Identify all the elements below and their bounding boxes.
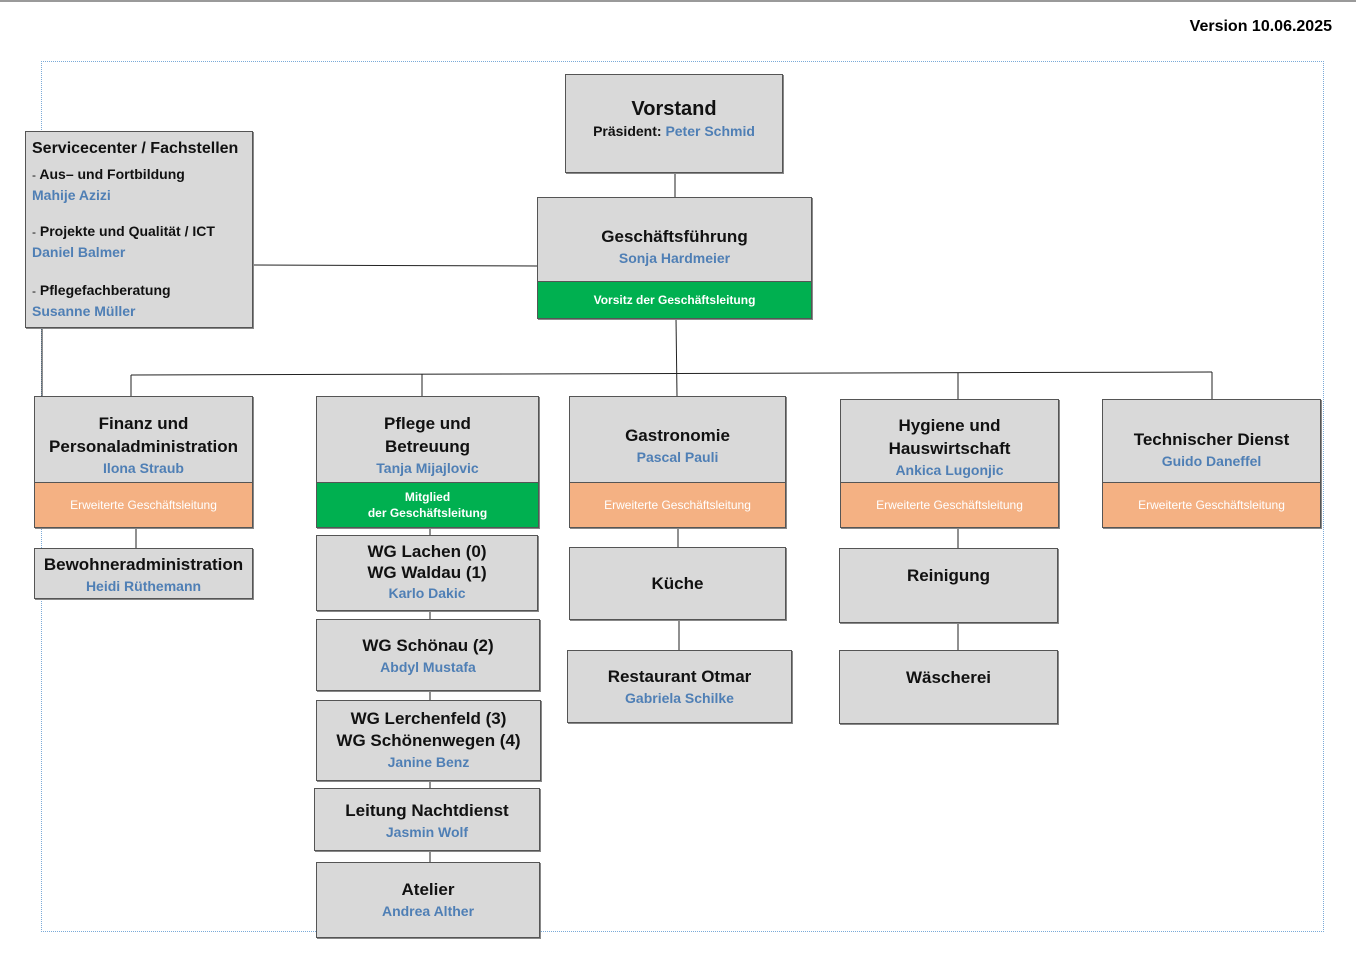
wg-lachen-waldau-box: WG Lachen (0) WG Waldau (1) Karlo Dakic [316,535,538,611]
waescherei-box: Wäscherei [839,650,1058,724]
wg2-title: WG Schönau (2) [362,636,494,655]
service-item-name: Daniel Balmer [32,244,126,260]
hygiene-band: Erweiterte Geschäftsleitung [841,482,1058,527]
hygiene-title-1: Hygiene und [898,416,1001,435]
hygiene-box: Hygiene und Hauswirtschaft Ankica Lugonj… [840,399,1059,528]
waescherei-title: Wäscherei [905,668,992,687]
servicecenter-title: Servicecenter / Fachstellen [32,140,239,157]
hygiene-title-2: Hauswirtschaft [888,439,1011,458]
connector-service-gf [251,264,539,267]
service-item: - Projekte und Qualität / ICT [32,223,215,239]
pflege-box: Pflege und Betreuung Tanja Mijajlovic Mi… [316,396,539,528]
pflege-title-1: Pflege und [384,414,471,433]
pflege-band: Mitglied der Geschäftsleitung [317,482,538,527]
pflege-band-line-2: der Geschäftsleitung [367,506,488,520]
atelier-name: Andrea Alther [381,903,475,919]
pflege-name: Tanja Mijajlovic [376,460,479,476]
service-item: - Aus– und Fortbildung [32,166,185,182]
wg1-name: Karlo Dakic [388,585,466,601]
bewohner-name: Heidi Rüthemann [85,578,202,594]
gastro-band: Erweiterte Geschäftsleitung [570,482,785,527]
gf-name: Sonja Hardmeier [618,250,731,266]
wg-lerchenfeld-schoenenwegen-box: WG Lerchenfeld (3) WG Schönenwegen (4) J… [316,700,541,781]
service-item-name: Susanne Müller [32,303,136,319]
pflege-band-line-1: Mitglied [404,490,451,504]
gastro-title: Gastronomie [625,426,730,445]
wg1-title-1: WG Lachen (0) [367,542,487,561]
connector-gf-down [675,317,678,397]
version-label: Version 10.06.2025 [1189,18,1332,35]
nachtdienst-box: Leitung Nachtdienst Jasmin Wolf [314,788,540,851]
vorstand-box: Vorstand Präsident: Peter Schmid [565,74,783,173]
servicecenter-box: Servicecenter / Fachstellen - Aus– und F… [25,131,253,328]
technik-band: Erweiterte Geschäftsleitung [1103,482,1320,527]
top-rule [0,0,1356,2]
finanz-band: Erweiterte Geschäftsleitung [35,482,252,527]
kueche-box: Küche [569,547,786,620]
gf-title: Geschäftsführung [601,227,748,246]
atelier-box: Atelier Andrea Alther [316,862,540,938]
wg3-name: Janine Benz [387,754,470,770]
bewohner-box: Bewohneradministration Heidi Rüthemann [34,548,253,599]
technik-box: Technischer Dienst Guido Daneffel Erweit… [1102,399,1321,528]
gastro-box: Gastronomie Pascal Pauli Erweiterte Gesc… [569,396,786,528]
restaurant-box: Restaurant Otmar Gabriela Schilke [567,650,792,723]
finanz-name: Ilona Straub [103,460,184,476]
gastro-name: Pascal Pauli [636,449,719,465]
hygiene-name: Ankica Lugonjic [895,462,1004,478]
president-label: Präsident: [593,123,662,139]
gf-band: Vorsitz der Geschäftsleitung [538,281,811,318]
geschaeftsfuehrung-box: Geschäftsführung Sonja Hardmeier Vorsitz… [537,197,812,319]
nacht-title: Leitung Nachtdienst [345,801,509,820]
wg-schoenau-box: WG Schönau (2) Abdyl Mustafa [316,619,540,691]
president-name: Peter Schmid [665,123,755,139]
pflege-title-2: Betreuung [385,437,470,456]
service-item-name: Mahije Azizi [32,187,111,203]
restaurant-title: Restaurant Otmar [607,667,752,686]
technik-title: Technischer Dienst [1133,430,1290,449]
service-item: - Pflegefachberatung [32,282,171,298]
vorstand-title: Vorstand [631,98,717,120]
technik-name: Guido Daneffel [1161,453,1262,469]
nacht-name: Jasmin Wolf [385,824,469,840]
reinigung-box: Reinigung [839,548,1058,623]
wg2-name: Abdyl Mustafa [380,659,476,675]
finanz-title-2: Personaladministration [49,437,238,456]
wg1-title-2: WG Waldau (1) [367,563,487,582]
finanz-box: Finanz und Personaladministration Ilona … [34,396,253,528]
connector-horizontal-bus [130,371,1213,376]
reinigung-title: Reinigung [906,566,991,585]
wg3-title-2: WG Schönenwegen (4) [336,731,521,750]
bewohner-title: Bewohneradministration [43,555,244,574]
restaurant-name: Gabriela Schilke [625,690,734,706]
kueche-title: Küche [651,574,704,593]
wg3-title-1: WG Lerchenfeld (3) [350,709,507,728]
atelier-title: Atelier [401,880,455,899]
finanz-title-1: Finanz und [98,414,189,433]
